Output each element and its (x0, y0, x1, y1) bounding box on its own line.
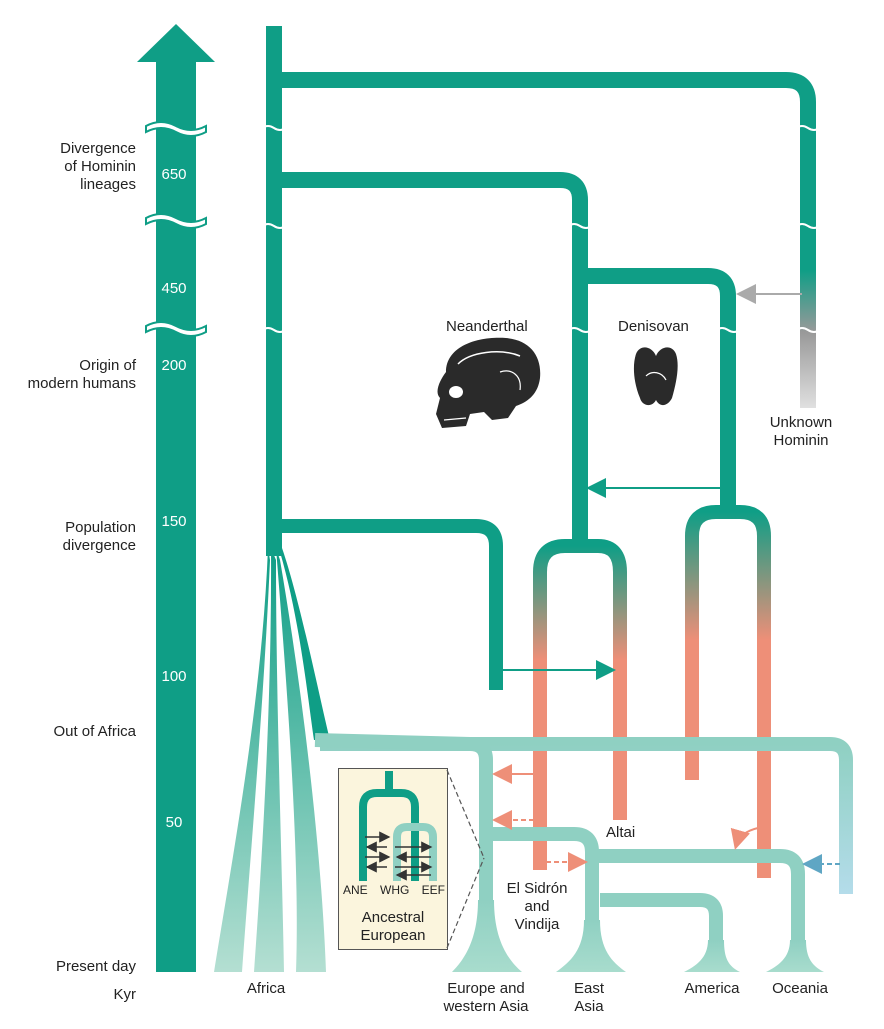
tick-150: 150 (161, 513, 187, 530)
gene-flow-arrows (492, 284, 840, 874)
inset-title: Ancestral European (360, 909, 426, 944)
tick-450: 450 (161, 280, 187, 297)
axis-label-divergence: Divergence of Hominin lineages (60, 140, 136, 193)
out-of-africa-lineage (314, 733, 853, 972)
denisovan-lineages (685, 505, 771, 878)
label-east-asia: East Asia (573, 980, 604, 1015)
archaic-branch (274, 172, 736, 540)
label-africa: Africa (246, 980, 286, 997)
axis-unit-kyr: Kyr (113, 986, 137, 1003)
early-modern-branch (274, 519, 503, 690)
label-denisovan: Denisovan (618, 318, 689, 335)
label-america: America (684, 980, 740, 997)
tick-50: 50 (165, 814, 183, 831)
neanderthal-lineages (533, 539, 627, 870)
label-el-sidron-vindija: El Sidrón and Vindija (506, 880, 568, 933)
label-oceania: Oceania (772, 980, 828, 997)
label-altai: Altai (606, 824, 636, 841)
inset-tree (359, 771, 437, 881)
label-ane: ANE (343, 883, 368, 897)
tick-200: 200 (161, 357, 187, 374)
axis-label-population-divergence: Population divergence (62, 519, 136, 554)
axis-label-origin-modern: Origin of modern humans (27, 357, 136, 392)
tick-100: 100 (161, 668, 187, 685)
label-unknown-hominin: Unknown Hominin (769, 414, 833, 449)
break-marks (261, 125, 821, 333)
ancestral-european-inset: ANE WHG EEF Ancestral European (338, 768, 448, 950)
label-eef: EEF (421, 883, 445, 897)
unknown-hominin-lineage (274, 72, 816, 408)
label-neanderthal: Neanderthal (446, 318, 528, 335)
africa-trunk (214, 26, 330, 972)
inset-labels: ANE WHG EEF (343, 883, 445, 897)
neanderthal-skull-icon (436, 337, 541, 428)
denisovan-tooth-icon (633, 347, 678, 406)
time-axis-arrow (137, 24, 215, 972)
axis-label-present-day: Present day (55, 958, 136, 975)
label-whg: WHG (380, 883, 410, 897)
label-europe-western-asia: Europe and western Asia (443, 980, 529, 1015)
axis-label-out-of-africa: Out of Africa (53, 723, 136, 740)
tick-650: 650 (161, 166, 187, 183)
